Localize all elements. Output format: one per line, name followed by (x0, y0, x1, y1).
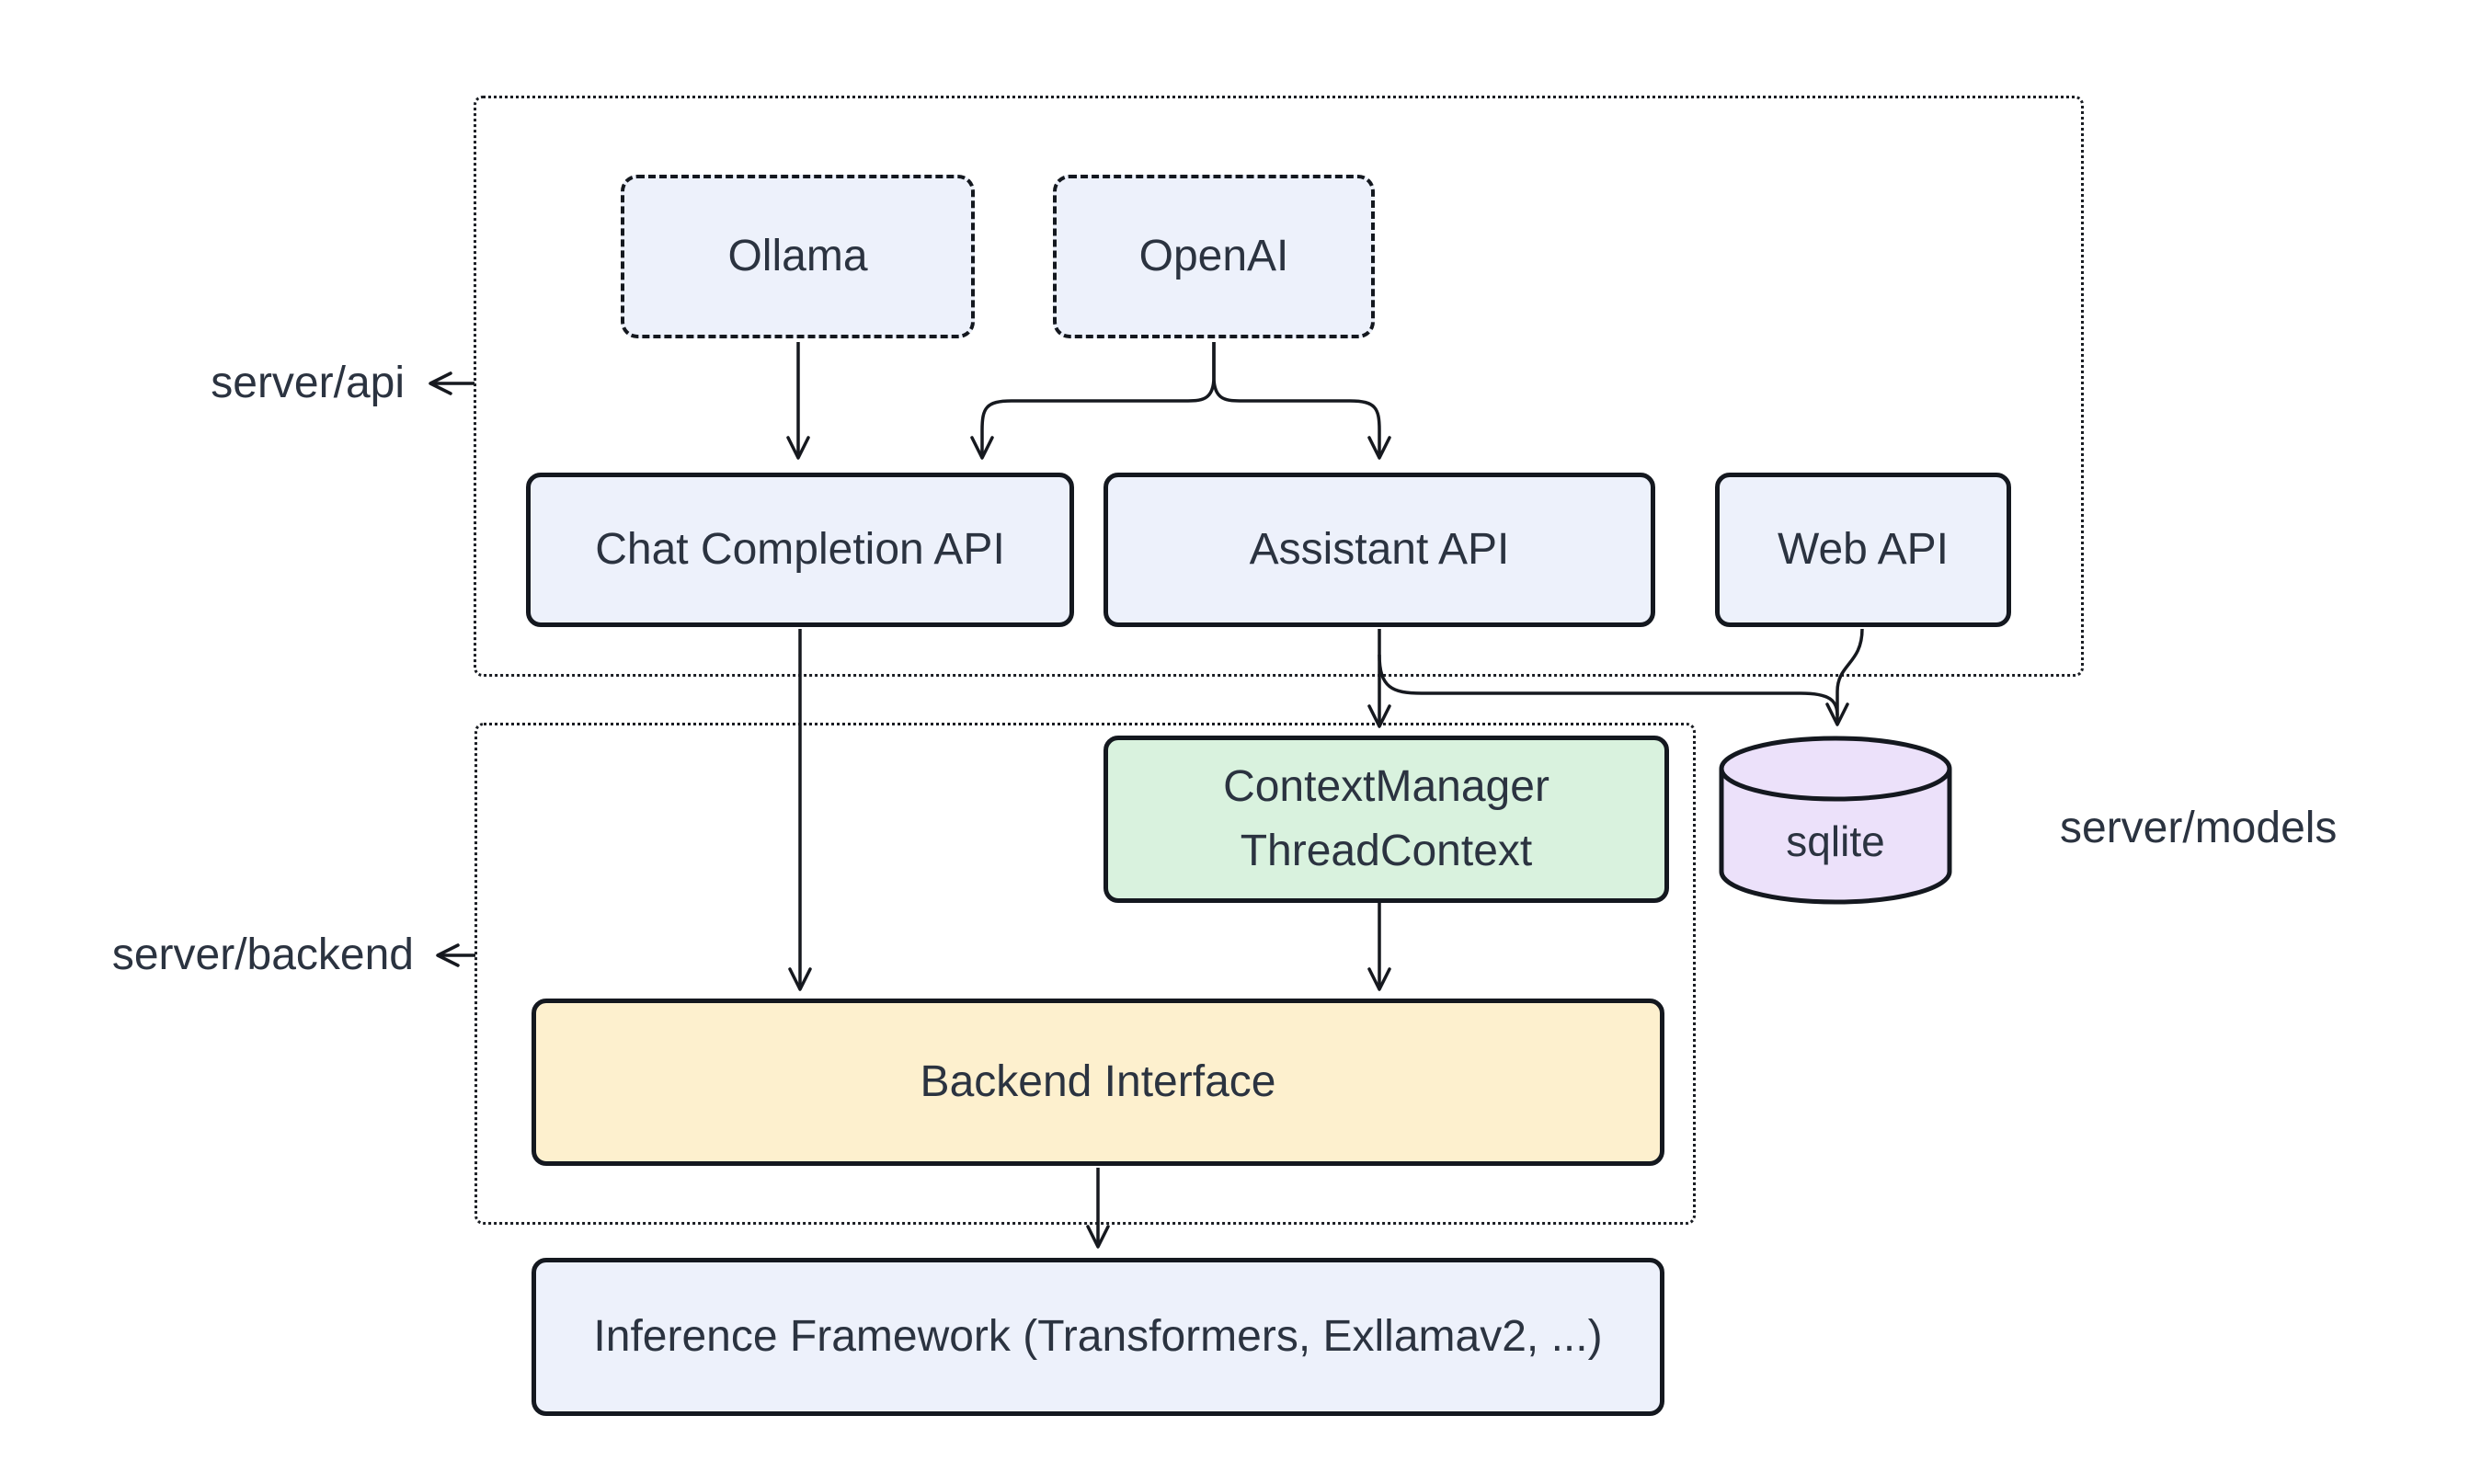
sqlite-cylinder-shape (1719, 736, 1952, 905)
server-api-container (474, 96, 2084, 677)
node-assistant-api: Assistant API (1103, 473, 1655, 627)
server-backend-label: server/backend (111, 930, 414, 979)
node-openai: OpenAI (1053, 175, 1375, 338)
sqlite-cylinder-top (1719, 736, 1952, 802)
node-web-api-label: Web API (1778, 525, 1949, 575)
node-context-manager: ContextManager ThreadContext (1103, 736, 1669, 903)
node-chat-completion-api: Chat Completion API (526, 473, 1074, 627)
node-chat-completion-api-label: Chat Completion API (595, 525, 1005, 575)
node-context-manager-line1: ContextManager (1223, 762, 1549, 812)
node-assistant-api-label: Assistant API (1249, 525, 1510, 575)
node-sqlite: sqlite (1719, 736, 1952, 905)
node-web-api: Web API (1715, 473, 2011, 627)
server-models-label: server/models (2060, 804, 2338, 852)
server-api-label: server/api (211, 359, 405, 407)
node-ollama: Ollama (621, 175, 975, 338)
sqlite-cylinder-body (1719, 769, 1952, 905)
node-backend-interface-label: Backend Interface (920, 1057, 1276, 1107)
node-ollama-label: Ollama (727, 232, 868, 281)
node-backend-interface: Backend Interface (532, 999, 1664, 1166)
node-sqlite-label: sqlite (1786, 817, 1885, 865)
node-inference-framework: Inference Framework (Transformers, Exlla… (532, 1258, 1664, 1416)
node-inference-framework-label: Inference Framework (Transformers, Exlla… (593, 1312, 1603, 1362)
node-context-manager-line2: ThreadContext (1240, 827, 1533, 875)
server-backend-container (475, 723, 1696, 1225)
node-openai-label: OpenAI (1138, 232, 1289, 281)
